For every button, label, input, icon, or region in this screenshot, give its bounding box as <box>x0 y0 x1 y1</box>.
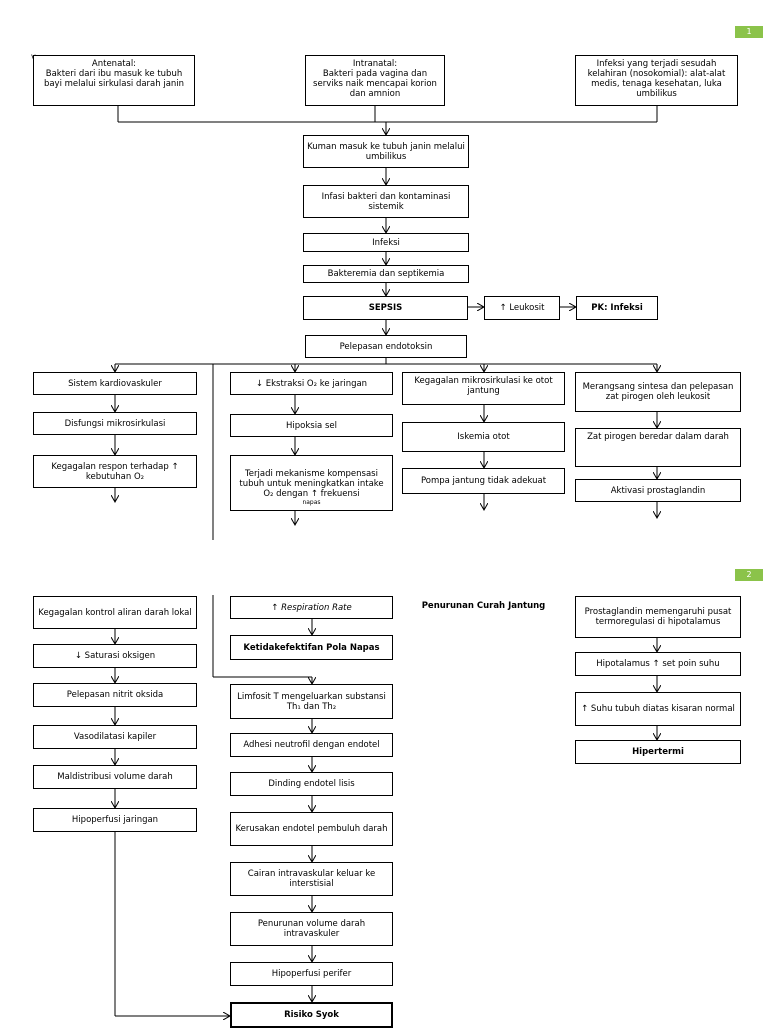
hipoksia-box: Hipoksia sel <box>230 414 393 437</box>
prostaglandin-box: Prostaglandin memengaruhi pusat termoreg… <box>575 596 741 638</box>
hipotalamus-box: Hipotalamus ↑ set poin suhu <box>575 652 741 676</box>
nitrit-box: Pelepasan nitrit oksida <box>33 683 197 707</box>
adhesi-box: Adhesi neutrofil dengan endotel <box>230 733 393 757</box>
page-number-badge: 2 <box>735 569 763 581</box>
dinding-box: Dinding endotel lisis <box>230 772 393 796</box>
pk-infeksi-box: PK: Infeksi <box>576 296 658 320</box>
endotoksin-box: Pelepasan endotoksin <box>305 335 467 358</box>
leukosit-box: ↑ Leukosit <box>484 296 560 320</box>
bakteremia-box: Bakteremia dan septikemia <box>303 265 469 283</box>
disfungsi-box: Disfungsi mikrosirkulasi <box>33 412 197 435</box>
iskemia-box: Iskemia otot <box>402 422 565 452</box>
maldistribusi-box: Maldistribusi volume darah <box>33 765 197 789</box>
saturasi-box: ↓ Saturasi oksigen <box>33 644 197 668</box>
zat-pirogen-box: Zat pirogen beredar dalam darah <box>575 428 741 467</box>
merangsang-box: Merangsang sintesa dan pelepasan zat pir… <box>575 372 741 412</box>
kegagalan-respon-box: Kegagalan respon terhadap ↑ kebutuhan O₂ <box>33 455 197 488</box>
hipertermi-box: Hipertermi <box>575 740 741 764</box>
ekstraksi-box: ↓ Ekstraksi O₂ ke jaringan <box>230 372 393 395</box>
mikrosirkulasi-jantung-box: Kegagalan mikrosirkulasi ke otot jantung <box>402 372 565 405</box>
antenatal-box: Antenatal: Bakteri dari ibu masuk ke tub… <box>33 55 195 106</box>
napas-small-text: napas <box>302 499 321 506</box>
vasodilatasi-box: Vasodilatasi kapiler <box>33 725 197 749</box>
pompa-box: Pompa jantung tidak adekuat <box>402 468 565 494</box>
kompensasi-text: Terjadi mekanisme kompensasi tubuh untuk… <box>239 469 384 499</box>
up-arrow-icon: ↑ <box>271 602 282 613</box>
kontrol-aliran-box: Kegagalan kontrol aliran darah lokal <box>33 596 197 629</box>
aktivasi-box: Aktivasi prostaglandin <box>575 479 741 502</box>
intranatal-box: Intranatal: Bakteri pada vagina dan serv… <box>305 55 445 106</box>
infeksi-box: Infeksi <box>303 233 469 252</box>
kerusakan-box: Kerusakan endotel pembuluh darah <box>230 812 393 846</box>
suhu-box: ↑ Suhu tubuh diatas kisaran normal <box>575 692 741 726</box>
kuman-box: Kuman masuk ke tubuh janin melalui umbil… <box>303 135 469 168</box>
risiko-syok-box: Risiko Syok <box>230 1002 393 1028</box>
cairan-box: Cairan intravaskular keluar ke interstis… <box>230 862 393 896</box>
pola-napas-box: Ketidakefektifan Pola Napas <box>230 635 393 660</box>
page-number-badge: 1 <box>735 26 763 38</box>
rr-box: ↑ Respiration Rate <box>230 596 393 619</box>
rr-text: Respiration Rate <box>281 602 352 613</box>
infasi-box: Infasi bakteri dan kontaminasi sistemik <box>303 185 469 218</box>
limfosit-box: Limfosit T mengeluarkan substansi Th₁ da… <box>230 684 393 719</box>
kompensasi-box: Terjadi mekanisme kompensasi tubuh untuk… <box>230 455 393 511</box>
hipoperfusi-perifer-box: Hipoperfusi perifer <box>230 962 393 986</box>
curah-jantung-label: Penurunan Curah Jantung <box>402 598 565 618</box>
kardiovaskuler-box: Sistem kardiovaskuler <box>33 372 197 395</box>
penurunan-volume-box: Penurunan volume darah intravaskuler <box>230 912 393 946</box>
hipoperfusi-jaringan-box: Hipoperfusi jaringan <box>33 808 197 832</box>
infeksi-sesudah-box: Infeksi yang terjadi sesudah kelahiran (… <box>575 55 738 106</box>
sepsis-box: SEPSIS <box>303 296 468 320</box>
